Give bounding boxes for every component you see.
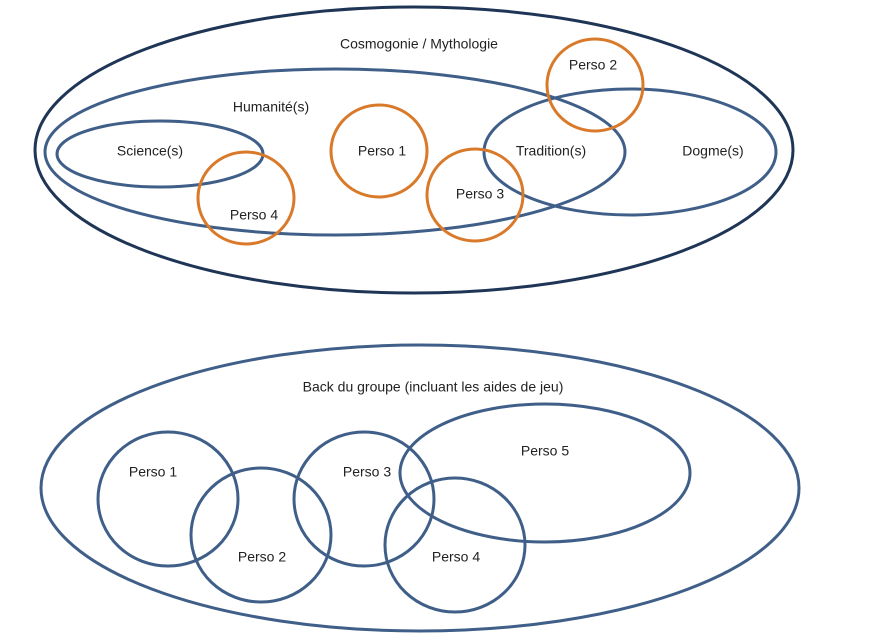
- cosmogonie-ellipse: [33, 5, 795, 295]
- bottom-perso3-circle: [292, 430, 436, 568]
- top-perso1-label: Perso 1: [358, 143, 406, 159]
- humanite-ellipse: [43, 67, 627, 237]
- bottom-perso5-label: Perso 5: [521, 443, 569, 459]
- bottom-perso2-circle: [189, 466, 333, 604]
- top-perso3-label: Perso 3: [456, 186, 504, 202]
- top-perso4-circle: [196, 150, 296, 246]
- bottom-perso2-label: Perso 2: [238, 549, 286, 565]
- top-perso1-circle: [329, 103, 429, 199]
- bottom-perso1-label: Perso 1: [129, 464, 177, 480]
- bottom-perso4-circle: [383, 476, 527, 614]
- back-groupe-label: Back du groupe (incluant les aides de je…: [303, 379, 564, 395]
- bottom-perso5-ellipse: [398, 402, 692, 544]
- humanite-label: Humanité(s): [233, 99, 309, 115]
- top-diagram: Cosmogonie / Mythologie Humanité(s) Scie…: [33, 5, 795, 295]
- bottom-perso3-label: Perso 3: [343, 464, 391, 480]
- back-groupe-ellipse: [39, 343, 801, 633]
- top-perso2-circle: [545, 37, 645, 133]
- top-perso2-label: Perso 2: [569, 57, 617, 73]
- dogme-label: Dogme(s): [682, 143, 743, 159]
- dogme-ellipse: [482, 87, 778, 217]
- top-perso4-label: Perso 4: [230, 207, 278, 223]
- science-label: Science(s): [117, 143, 183, 159]
- bottom-perso4-label: Perso 4: [432, 549, 480, 565]
- cosmogonie-label: Cosmogonie / Mythologie: [340, 36, 498, 52]
- bottom-perso1-circle: [96, 430, 240, 568]
- bottom-diagram: Back du groupe (incluant les aides de je…: [39, 343, 801, 633]
- top-perso3-circle: [425, 147, 525, 243]
- tradition-label: Tradition(s): [516, 143, 586, 159]
